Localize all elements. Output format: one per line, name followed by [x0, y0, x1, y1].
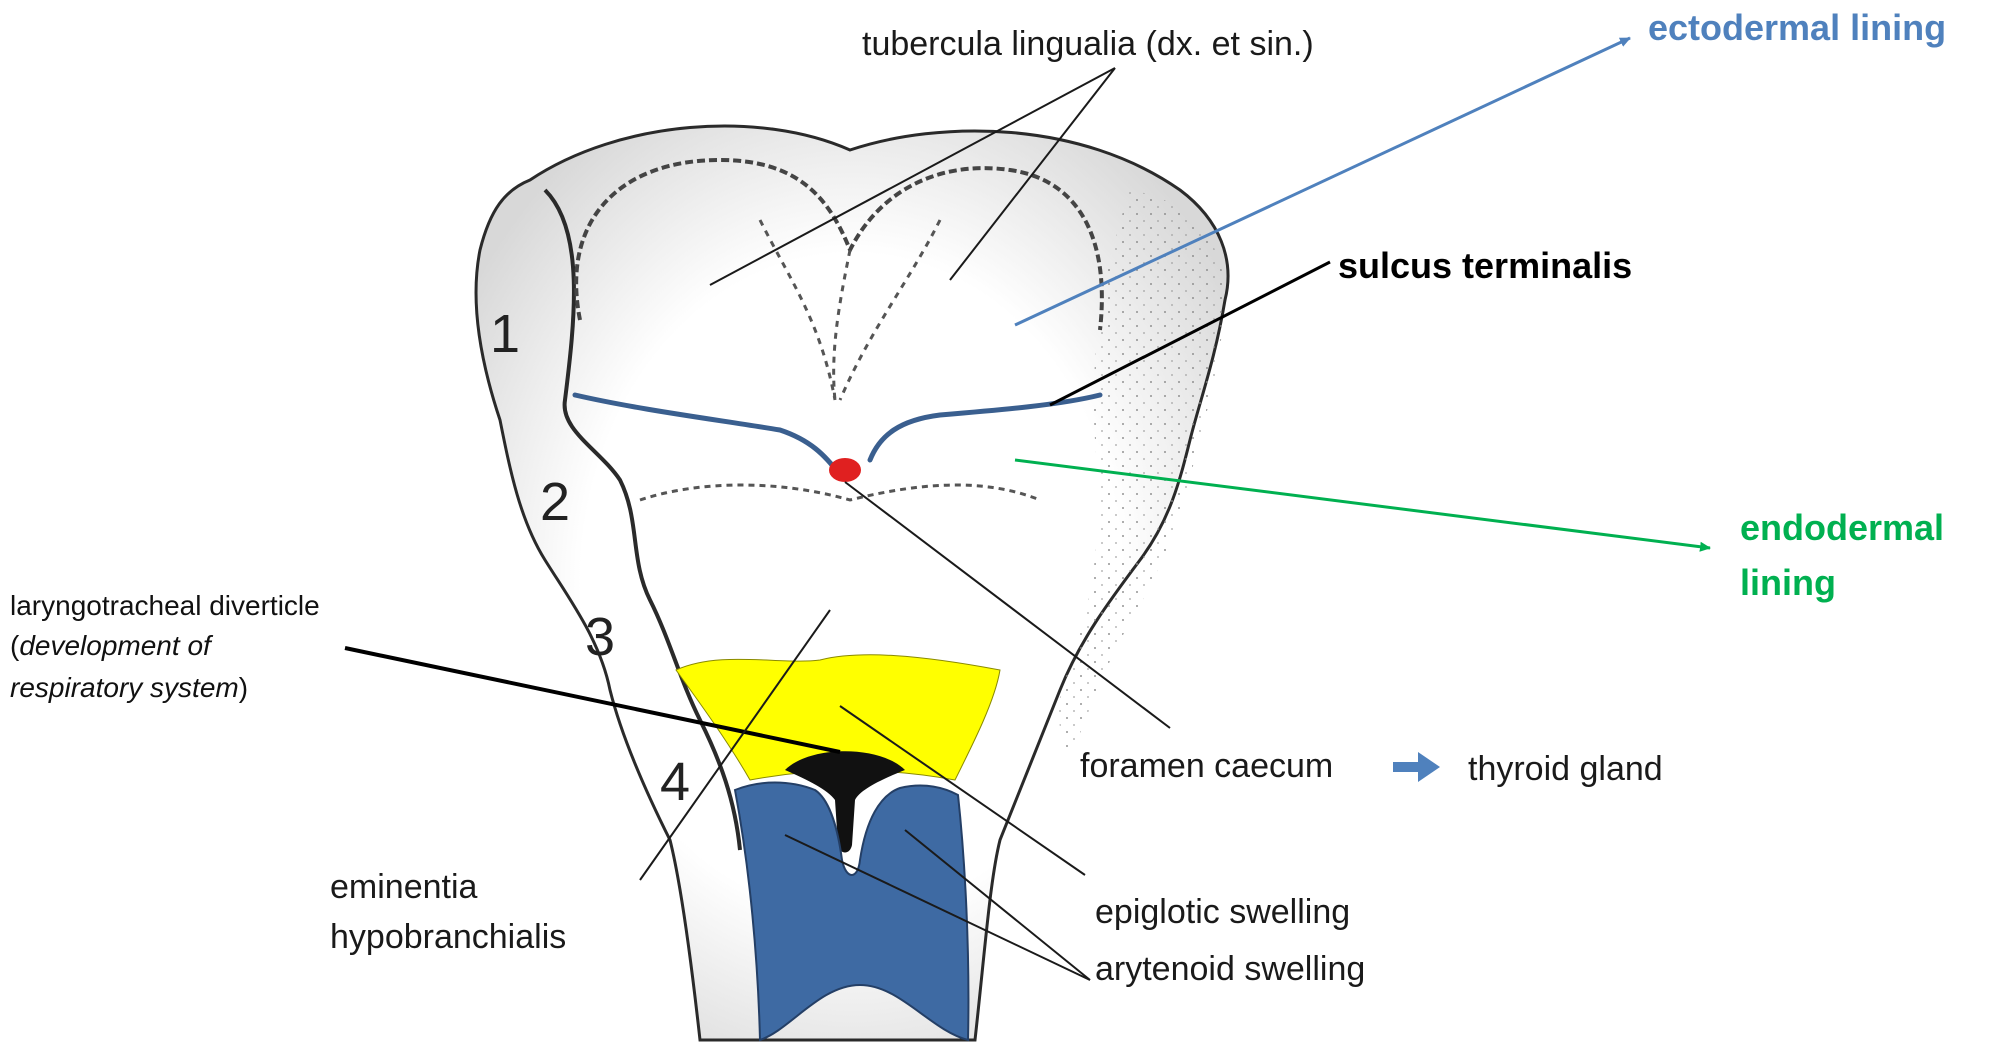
label-sulcus-terminalis: sulcus terminalis [1338, 245, 1632, 286]
arch-number-2: 2 [540, 472, 570, 532]
label-laryngotracheal-1: laryngotracheal diverticle [10, 590, 320, 621]
label-endodermal-2: lining [1740, 562, 1836, 603]
label-epiglotic-swelling: epiglotic swelling [1095, 893, 1350, 931]
label-laryngotracheal-3-paren: ) [239, 672, 248, 703]
arrow-foramen-to-thyroid [1393, 752, 1440, 782]
label-thyroid-gland: thyroid gland [1468, 750, 1663, 788]
arch-number-4: 4 [660, 752, 690, 812]
label-arytenoid-swelling: arytenoid swelling [1095, 950, 1365, 988]
foramen-caecum-dot [829, 458, 861, 482]
label-eminentia-1: eminentia [330, 868, 478, 906]
label-laryngotracheal-2: (development of [10, 630, 214, 661]
label-laryngotracheal-2-italic: development of [19, 630, 214, 661]
label-tubercula-lingualia: tubercula lingualia (dx. et sin.) [862, 25, 1314, 63]
label-ectodermal-lining: ectodermal lining [1648, 7, 1946, 48]
arch-number-3: 3 [585, 607, 615, 667]
label-endodermal-1: endodermal [1740, 507, 1944, 548]
label-laryngotracheal-3-italic: respiratory system [10, 672, 239, 703]
label-eminentia-2: hypobranchialis [330, 918, 566, 956]
arch-number-1: 1 [490, 304, 520, 364]
label-foramen-caecum: foramen caecum [1080, 747, 1333, 785]
label-laryngotracheal-3: respiratory system) [10, 672, 248, 703]
